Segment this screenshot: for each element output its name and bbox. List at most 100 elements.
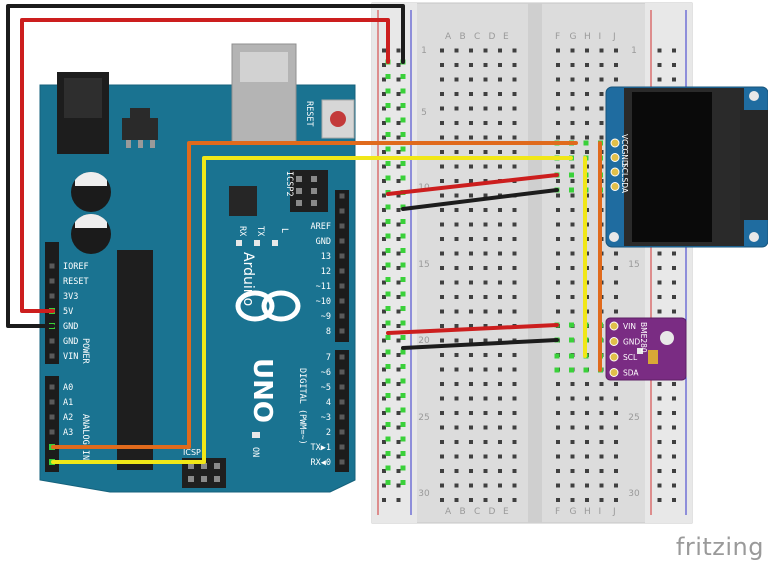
connected-hole xyxy=(385,291,391,297)
icsp2-label: ICSP2 xyxy=(284,171,294,197)
header-pin[interactable] xyxy=(339,238,345,244)
header-pin[interactable] xyxy=(49,399,55,405)
oled-pin[interactable] xyxy=(610,182,620,191)
wire-gnd-black xyxy=(6,4,405,328)
oled-pin[interactable] xyxy=(610,167,620,177)
column-letter: C xyxy=(474,32,480,42)
l-label: L xyxy=(279,228,289,233)
digital-header-low xyxy=(335,350,349,472)
connected-hole xyxy=(583,367,589,373)
connected-hole xyxy=(385,422,391,427)
connected-hole xyxy=(400,451,406,456)
connected-hole xyxy=(400,465,406,471)
digital-pin-label: TX▶1 xyxy=(311,443,331,453)
header-pin[interactable] xyxy=(339,313,345,319)
header-pin[interactable] xyxy=(49,414,55,420)
header-pin[interactable] xyxy=(339,268,345,274)
icsp-pin xyxy=(214,463,220,469)
column-letter: F xyxy=(555,32,560,42)
bme280-name: BME280 xyxy=(639,322,648,353)
header-pin[interactable] xyxy=(339,328,345,334)
connected-hole xyxy=(385,349,391,355)
connected-hole xyxy=(400,146,406,152)
bme280-pin[interactable] xyxy=(609,352,619,362)
connected-hole xyxy=(554,353,560,359)
icsp2-pin xyxy=(311,176,317,182)
header-pin[interactable] xyxy=(339,444,345,450)
header-pin[interactable] xyxy=(339,459,345,465)
header-pin[interactable] xyxy=(49,429,55,435)
connected-hole xyxy=(385,465,391,471)
mount-hole xyxy=(660,331,674,345)
header-pin[interactable] xyxy=(339,429,345,435)
bme280-pin[interactable] xyxy=(609,368,619,377)
oled-pin-label: SCL xyxy=(620,163,629,178)
connected-hole xyxy=(385,306,391,311)
column-letter: B xyxy=(460,507,466,517)
regulator-tab xyxy=(130,108,150,118)
header-pin[interactable] xyxy=(49,353,55,359)
connected-hole xyxy=(569,337,574,343)
header-pin[interactable] xyxy=(49,384,55,390)
voltage-regulator xyxy=(122,118,158,140)
bme280-pin[interactable] xyxy=(609,337,619,346)
wire-rail-vcc-oled xyxy=(386,173,559,196)
column-letter: D xyxy=(489,507,496,517)
header-pin[interactable] xyxy=(49,263,55,269)
header-pin[interactable] xyxy=(339,193,345,199)
header-pin[interactable] xyxy=(339,414,345,420)
connected-hole xyxy=(385,117,391,123)
connected-hole xyxy=(400,480,406,485)
header-pin[interactable] xyxy=(49,293,55,299)
header-pin[interactable] xyxy=(339,283,345,289)
holes-left-rail xyxy=(381,40,409,502)
center-channel xyxy=(528,3,542,523)
header-pin[interactable] xyxy=(339,384,345,390)
oled-pin-label: SDA xyxy=(620,178,629,194)
row-number: 15 xyxy=(628,260,639,270)
header-pin[interactable] xyxy=(339,223,345,229)
connected-hole xyxy=(400,349,406,355)
header-pin[interactable] xyxy=(339,369,345,375)
oled-pin[interactable] xyxy=(610,138,620,148)
header-pin[interactable] xyxy=(339,208,345,214)
icsp-pin xyxy=(188,463,194,469)
bme280-pin[interactable] xyxy=(609,321,619,331)
header-pin[interactable] xyxy=(339,298,345,304)
column-letter: A xyxy=(445,507,452,517)
column-letter: C xyxy=(474,507,480,517)
connected-hole xyxy=(400,233,406,239)
connected-hole xyxy=(385,480,391,485)
header-pin[interactable] xyxy=(339,354,345,360)
header-pin[interactable] xyxy=(49,278,55,284)
icsp2-header xyxy=(290,170,328,212)
reset-button-cap[interactable] xyxy=(330,111,346,127)
bme280-pin-label: SDA xyxy=(623,369,639,378)
column-letter: E xyxy=(503,32,509,42)
connected-hole xyxy=(385,407,391,413)
connected-hole xyxy=(385,161,391,166)
wires xyxy=(6,4,602,464)
header-pin[interactable] xyxy=(49,338,55,344)
connected-hole xyxy=(400,335,406,340)
connected-hole xyxy=(400,219,406,224)
oled-pin[interactable] xyxy=(610,153,620,162)
digital-header-high xyxy=(335,190,349,342)
bme280-sensor-chip xyxy=(648,350,658,364)
header-pin[interactable] xyxy=(339,399,345,405)
digital-pin-label: ~6 xyxy=(321,368,331,378)
header-pin[interactable] xyxy=(339,253,345,259)
power-pin-label: GND xyxy=(63,322,78,332)
analog-pin-label: A1 xyxy=(63,398,73,408)
connected-hole xyxy=(400,436,406,442)
connected-hole xyxy=(385,378,391,384)
on-led xyxy=(252,432,260,438)
wire-sda-yellow xyxy=(51,156,573,464)
atmega-microcontroller xyxy=(117,250,153,470)
digital-pin-label: 13 xyxy=(321,252,331,262)
